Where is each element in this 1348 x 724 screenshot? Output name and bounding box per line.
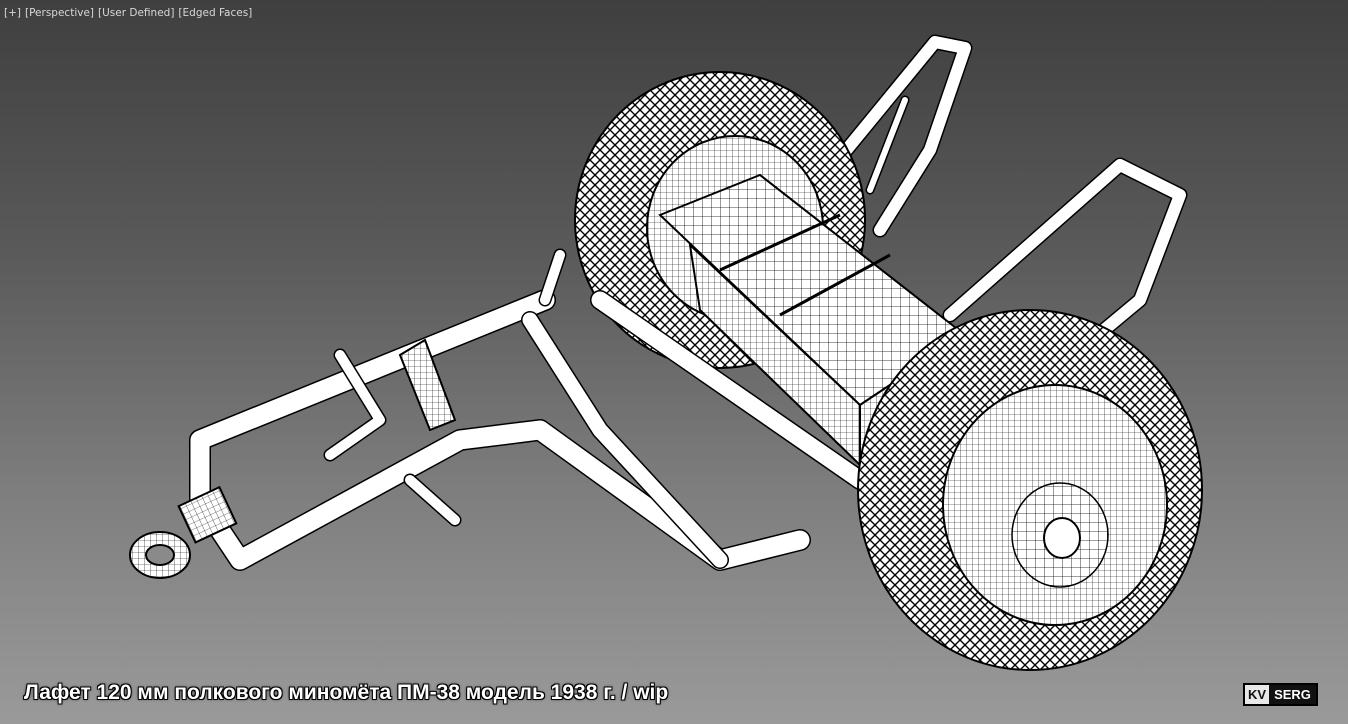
trail-clamp	[398, 338, 457, 432]
viewport-plus-menu[interactable]: [+]	[4, 7, 21, 19]
towing-eye	[129, 485, 238, 579]
viewport-display-mode-menu[interactable]: [Edged Faces]	[178, 7, 253, 19]
viewport-view-menu[interactable]: [Perspective]	[25, 7, 95, 19]
viewport-shading-profile-menu[interactable]: [User Defined]	[98, 7, 175, 19]
author-logo: KV SERG	[1243, 683, 1318, 706]
logo-kv: KV	[1245, 685, 1270, 704]
rear-handle-frame	[822, 34, 1188, 358]
render-caption: Лафет 120 мм полкового миномёта ПМ-38 мо…	[24, 681, 669, 704]
axle	[590, 290, 870, 490]
front-wheel	[857, 309, 1203, 671]
viewport-label-menu: [+] [Perspective] [User Defined] [Edged …	[4, 5, 252, 21]
trail-frame	[189, 248, 811, 571]
logo-serg: SERG	[1269, 685, 1316, 704]
